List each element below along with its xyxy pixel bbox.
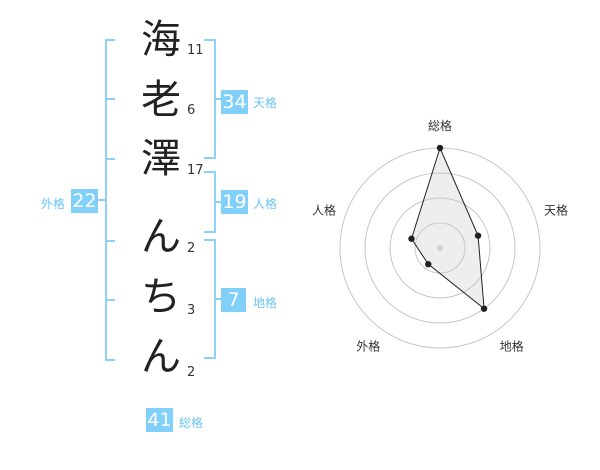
soukaku-label: 総格 bbox=[179, 416, 204, 430]
gaikaku-label: 外格 bbox=[41, 197, 66, 211]
chikaku-score: 7 bbox=[221, 288, 246, 312]
chikaku-bracket bbox=[204, 239, 222, 359]
name-char-6: ん bbox=[141, 334, 181, 380]
stroke-count-5: 3 bbox=[187, 303, 196, 318]
radar-ring bbox=[389, 197, 491, 299]
radar-axis-label-3: 地格 bbox=[500, 339, 524, 354]
stroke-count-1: 11 bbox=[187, 43, 204, 58]
name-char-1: 海 bbox=[141, 17, 181, 63]
radar-point-5 bbox=[408, 235, 415, 242]
jinkaku-score: 19 bbox=[221, 190, 248, 214]
stroke-count-4: 2 bbox=[187, 241, 196, 256]
chikaku-label: 地格 bbox=[253, 296, 278, 310]
stroke-count-6: 2 bbox=[187, 365, 196, 380]
soukaku-score: 41 bbox=[146, 408, 173, 432]
radar-point-3 bbox=[480, 305, 488, 312]
jinkaku-bracket bbox=[204, 171, 222, 233]
radar-point-4 bbox=[425, 260, 432, 268]
name-char-4: ん bbox=[141, 214, 181, 260]
tenkaku-score: 34 bbox=[221, 90, 248, 114]
radar-axis-label-5: 人格 bbox=[312, 202, 336, 217]
radar-polygon bbox=[410, 146, 485, 310]
name-char-2: 老 bbox=[141, 77, 181, 123]
tenkaku-label: 天格 bbox=[253, 96, 278, 110]
radar-point-1 bbox=[436, 144, 444, 152]
radar-center-dot bbox=[437, 245, 443, 251]
name-char-5: ち bbox=[141, 274, 181, 320]
radar-axis-label-2: 天格 bbox=[544, 202, 568, 217]
name-char-3: 澤 bbox=[141, 136, 181, 182]
stroke-count-2: 6 bbox=[187, 103, 196, 118]
radar-point-2 bbox=[474, 232, 482, 239]
jinkaku-label: 人格 bbox=[253, 197, 278, 211]
radar-ring bbox=[364, 172, 516, 324]
radar-axis-label-4: 外格 bbox=[356, 339, 380, 354]
stroke-count-3: 17 bbox=[187, 163, 204, 178]
tenkaku-bracket bbox=[204, 39, 222, 159]
gaikaku-score: 22 bbox=[71, 189, 98, 213]
radar-axis-label-1: 総格 bbox=[428, 118, 452, 133]
gaikaku-bracket bbox=[95, 39, 115, 361]
